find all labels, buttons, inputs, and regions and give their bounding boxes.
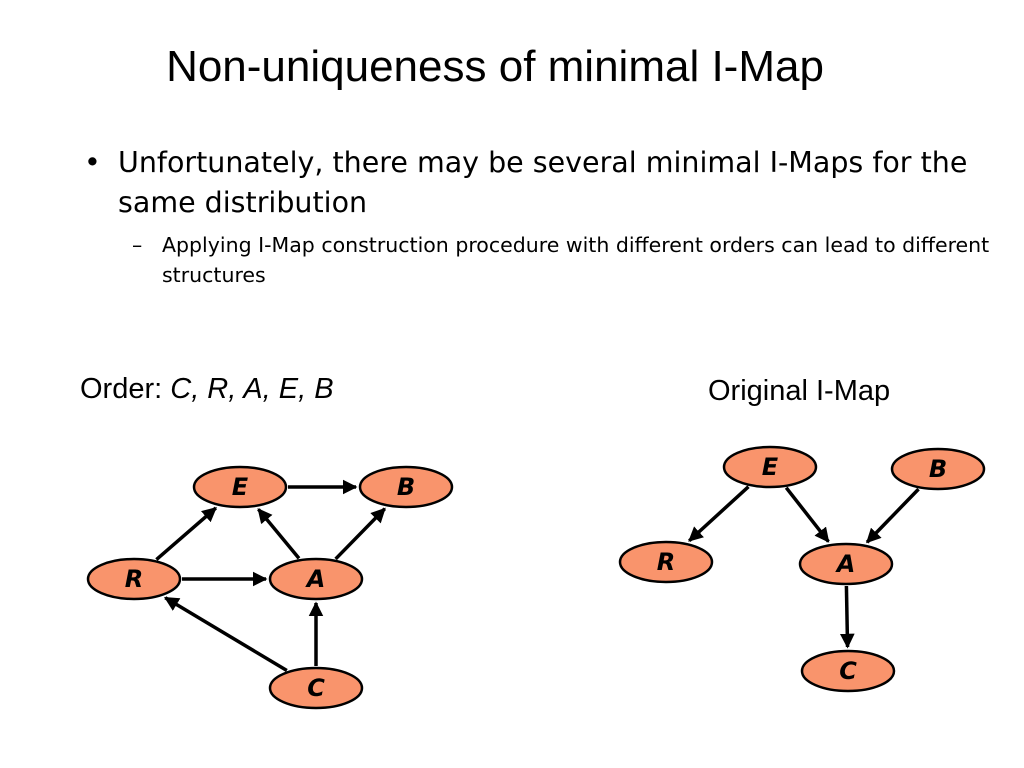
right-node-a: A: [798, 542, 894, 586]
right-node-e-shape: [722, 445, 818, 489]
right-edge-b-to-a: [865, 487, 920, 544]
right-node-b-label: B: [929, 455, 947, 483]
left-node-r: R: [86, 557, 182, 601]
order-sequence: C, R, A, E, B: [170, 373, 334, 405]
right-node-e-label: E: [762, 453, 779, 481]
right-node-r-label: R: [657, 548, 675, 576]
right-node-b: B: [890, 447, 986, 491]
left-edge-r-to-e: [155, 506, 217, 561]
right-node-r: R: [618, 540, 714, 584]
left-diagram-caption: Order: C, R, A, E, B: [80, 371, 334, 407]
left-node-e: E: [192, 465, 288, 509]
right-bayes-network: E B R A C: [618, 445, 986, 693]
left-node-b-label: B: [397, 473, 415, 501]
right-edge-e-to-a: [784, 486, 830, 543]
right-edge-a-to-c: [839, 585, 855, 649]
left-node-r-shape: [86, 557, 182, 601]
left-node-e-label: E: [232, 473, 249, 501]
left-node-c-shape: [268, 666, 364, 710]
right-node-c-label: C: [839, 657, 857, 685]
left-node-b: B: [358, 465, 454, 509]
left-node-c-label: C: [307, 674, 325, 702]
bullet-text: Unfortunately, there may be several mini…: [118, 146, 968, 219]
right-node-b-shape: [890, 447, 986, 491]
order-prefix: Order:: [80, 373, 171, 405]
left-node-a: A: [268, 557, 364, 601]
right-node-c: C: [800, 649, 896, 693]
right-node-a-shape: [798, 542, 894, 586]
sub-bullet-text: Applying I-Map construction procedure wi…: [162, 233, 990, 287]
left-bayes-network: E B R A C: [86, 465, 454, 710]
right-node-e: E: [722, 445, 818, 489]
sub-bullet-marker: –: [132, 233, 143, 257]
left-node-a-label: A: [305, 565, 326, 593]
right-node-c-shape: [800, 649, 896, 693]
sub-bullet: – Applying I-Map construction procedure …: [132, 230, 992, 290]
left-node-e-shape: [192, 465, 288, 509]
left-edge-c-to-r: [164, 596, 288, 673]
bullet-marker: •: [84, 146, 101, 179]
left-node-c: C: [268, 666, 364, 710]
left-node-r-label: R: [125, 565, 143, 593]
left-node-a-shape: [268, 557, 364, 601]
left-edge-a-to-e: [257, 508, 301, 560]
left-node-b-shape: [358, 465, 454, 509]
right-node-a-label: A: [835, 550, 856, 578]
right-diagram-caption: Original I-Map: [708, 375, 891, 407]
left-edge-a-to-b: [334, 507, 386, 561]
main-bullet: • Unfortunately, there may be several mi…: [84, 143, 984, 223]
slide-title: Non-uniqueness of minimal I-Map: [166, 42, 824, 91]
right-edge-e-to-r: [688, 485, 750, 543]
right-node-r-shape: [618, 540, 714, 584]
